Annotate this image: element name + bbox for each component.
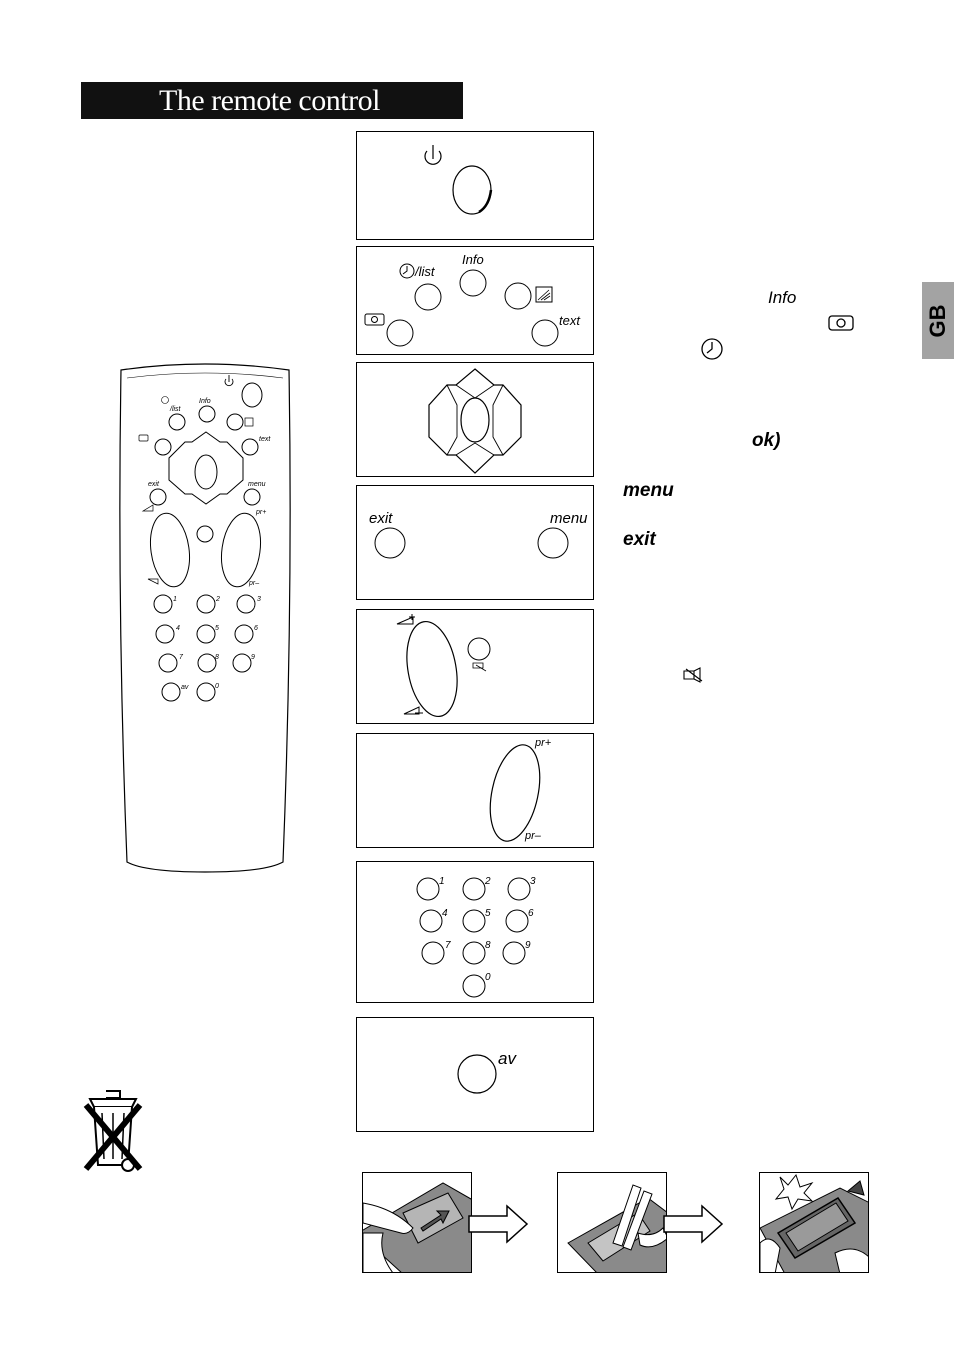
panel-text-label: text [559, 313, 581, 328]
clock-icon [399, 263, 415, 279]
remote-exit-label: exit [148, 481, 160, 488]
panel-digit-5: 5 [485, 908, 491, 919]
arrow-right-icon [467, 1204, 531, 1249]
remote-digit-6: 6 [254, 625, 258, 632]
exit-description-label: exit [623, 529, 656, 550]
panel-digit-0: 0 [485, 972, 491, 983]
panel-navigation [356, 362, 594, 477]
info-description-label: Info [768, 288, 797, 307]
panel-digit-9: 9 [525, 940, 531, 951]
panel-digit-4: 4 [442, 908, 448, 919]
panel-digit-2: 2 [484, 876, 491, 887]
panel-digit-7: 7 [445, 940, 451, 951]
page-title: The remote control [81, 82, 463, 119]
menu-description-label: menu [623, 480, 674, 501]
remote-digit-5: 5 [215, 625, 219, 632]
panel-exit-label: exit [369, 510, 393, 527]
camera-icon [364, 313, 385, 326]
remote-digit-9: 9 [251, 654, 255, 661]
panel-volume [356, 609, 594, 724]
panel-av: av [356, 1017, 594, 1132]
remote-av-label: av [181, 684, 189, 691]
panel-info-label: Info [462, 252, 484, 267]
remote-info-label: Info [199, 398, 211, 405]
volume-icon [396, 614, 415, 625]
panel-info-buttons: /list Info text [356, 246, 594, 355]
remote-pr-plus-label: pr+ [255, 509, 266, 516]
battery-step-close-image [759, 1172, 869, 1273]
panel-list-label: /list [414, 264, 436, 279]
remote-digit-0: 0 [215, 683, 219, 690]
remote-text-label: text [259, 436, 271, 443]
recycle-bin-crossed-icon [80, 1085, 146, 1180]
remote-digit-8: 8 [215, 654, 219, 661]
remote-digit-2: 2 [215, 596, 220, 603]
panel-exit-menu: exit menu [356, 485, 594, 600]
panel-digit-1: 1 [439, 876, 445, 887]
clock-icon [700, 337, 724, 366]
power-icon [424, 145, 442, 165]
panel-digit-3: 3 [530, 876, 536, 887]
panel-av-label: av [498, 1049, 517, 1068]
ok-button [460, 397, 490, 443]
mute-icon [682, 667, 704, 688]
power-icon [224, 375, 234, 387]
volume-down-icon [403, 706, 423, 715]
remote-digit-7: 7 [179, 654, 184, 661]
panel-pr-minus-label: pr– [524, 830, 542, 842]
panel-digits: 1 2 3 4 5 6 7 8 9 0 [356, 861, 594, 1003]
battery-step-open-image [362, 1172, 472, 1273]
remote-menu-label: menu [248, 481, 266, 488]
panel-programme: pr+ pr– [356, 733, 594, 848]
remote-digit-3: 3 [257, 596, 261, 603]
remote-illustration: /list Info text exit menu pr+ pr– av 1 2… [115, 362, 295, 874]
language-tab: GB [922, 282, 954, 359]
panel-menu-label: menu [550, 510, 588, 527]
mute-icon [472, 662, 487, 672]
arrow-right-icon [662, 1204, 726, 1249]
panel-power [356, 131, 594, 240]
remote-list-label: /list [169, 406, 182, 413]
remote-digit-4: 4 [176, 625, 180, 632]
ok-description-label: ok) [752, 430, 781, 451]
remote-pr-minus-label: pr– [248, 580, 259, 587]
panel-digit-6: 6 [528, 908, 534, 919]
camera-icon [828, 315, 854, 336]
remote-digit-1: 1 [173, 596, 177, 603]
panel-digit-8: 8 [485, 940, 491, 951]
panel-pr-plus-label: pr+ [534, 737, 552, 749]
language-tab-label: GB [925, 304, 950, 337]
battery-step-insert-image [557, 1172, 667, 1273]
